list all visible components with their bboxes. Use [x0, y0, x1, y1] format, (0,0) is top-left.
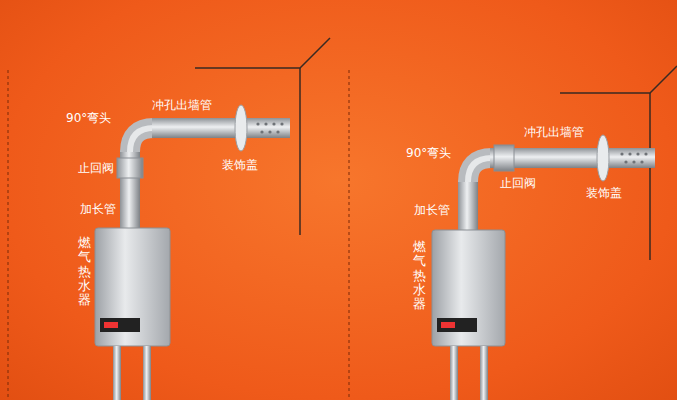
wall-corner [195, 38, 677, 260]
part-label: 装饰盖 [586, 186, 622, 200]
part-label: 加长管 [414, 203, 450, 217]
divider-line [8, 70, 9, 400]
part-label: 冲孔出墙管 [152, 98, 212, 112]
part-label: 加长管 [80, 202, 116, 216]
part-label: 90°弯头 [66, 111, 111, 125]
part-label: 止回阀 [78, 161, 114, 175]
part-label: 止回阀 [500, 176, 536, 190]
part-label: 装饰盖 [222, 158, 258, 172]
part-label: 冲孔出墙管 [524, 125, 584, 139]
device-label: 燃气热水器 [78, 236, 91, 307]
device-label: 燃气热水器 [413, 240, 426, 311]
part-label: 90°弯头 [406, 146, 451, 160]
divider-line [349, 70, 350, 400]
gas-water-heater [432, 135, 655, 400]
gas-water-heater [95, 105, 290, 400]
